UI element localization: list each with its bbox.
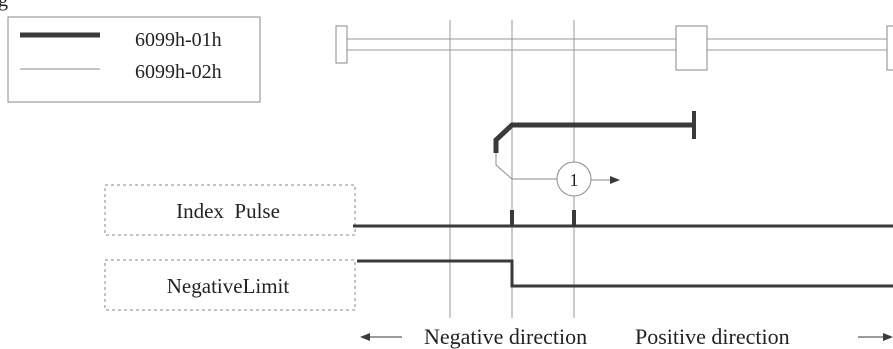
index-pulse-label: Index Pulse xyxy=(176,199,280,223)
fast-speed-path xyxy=(493,122,694,153)
left-end-stop xyxy=(335,25,348,64)
slow-speed-path: 1 xyxy=(495,153,620,197)
negative-limit-signal: NegativeLimit xyxy=(104,259,893,311)
negative-arrow-head xyxy=(360,333,370,341)
cropped-top-text: g xyxy=(0,0,8,11)
positive-arrow-head xyxy=(883,333,893,341)
negative-direction-label: Negative direction xyxy=(424,324,587,349)
legend-label-1: 6099h-01h xyxy=(135,29,222,51)
negative-limit-label: NegativeLimit xyxy=(167,274,290,298)
direction-labels: Negative direction Positive direction xyxy=(360,324,893,349)
travel-range-bar xyxy=(335,25,893,71)
right-end-block xyxy=(886,25,893,71)
homing-trajectory xyxy=(493,111,696,153)
slow-path-line xyxy=(495,153,557,180)
legend-frame xyxy=(7,16,261,103)
step-marker-circle xyxy=(556,161,592,197)
legend-label-2: 6099h-02h xyxy=(135,61,222,83)
step-arrow-head xyxy=(610,176,620,184)
middle-block xyxy=(675,25,708,71)
step-marker-label: 1 xyxy=(570,170,579,190)
negative-limit-waveform xyxy=(357,259,893,288)
index-pulse-signal: Index Pulse xyxy=(104,184,893,236)
positive-direction-label: Positive direction xyxy=(635,324,790,349)
legend: 6099h-01h 6099h-02h xyxy=(7,16,261,103)
